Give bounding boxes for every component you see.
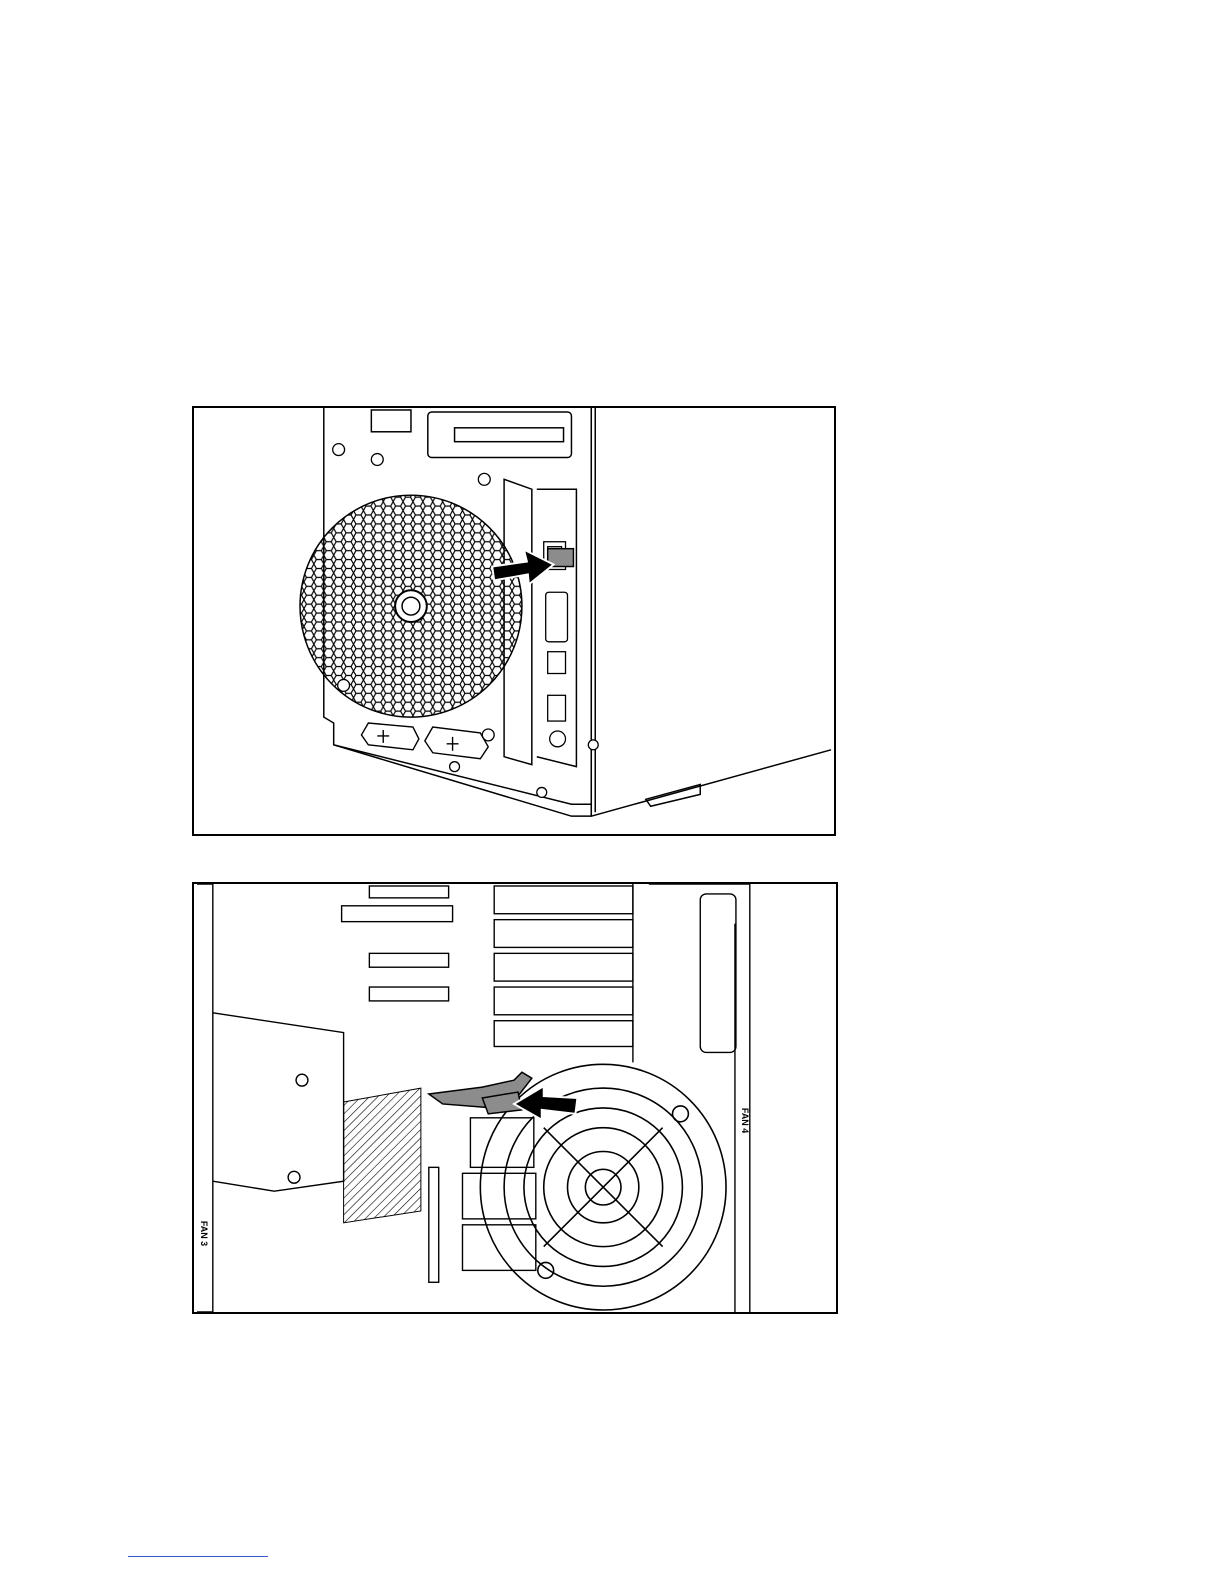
- figure-rear-panel: [192, 406, 836, 836]
- heatsink-icon: [344, 1088, 421, 1223]
- arrow-left-icon: [514, 1086, 577, 1120]
- rear-panel-illustration: [194, 408, 834, 834]
- fan-4-label: FAN 4: [740, 1108, 750, 1133]
- figure-interior-fan: FAN 4 FAN 3: [192, 882, 838, 1314]
- footer-rule: [128, 1556, 268, 1557]
- fan-grille-icon: [300, 495, 522, 717]
- fan-3-label: FAN 3: [199, 1221, 209, 1246]
- interior-illustration: FAN 4 FAN 3: [194, 884, 836, 1312]
